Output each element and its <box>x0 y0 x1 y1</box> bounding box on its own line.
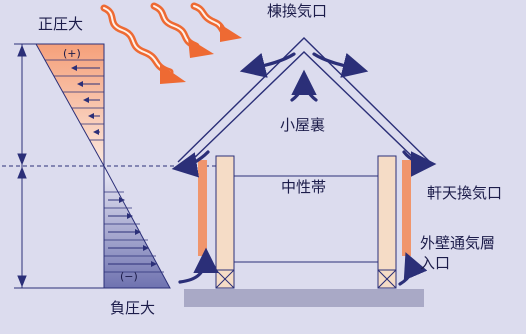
wall-panel-right <box>377 155 397 289</box>
positive-bands <box>45 59 104 141</box>
attic-rise-left <box>290 69 317 102</box>
airflow-arrows <box>171 52 437 286</box>
ridge-vent-label: 棟換気口 <box>267 2 327 20</box>
wall-vent-label-line2: 入口 <box>420 254 450 272</box>
foundation <box>184 289 424 307</box>
pressure-diagram: (+) (−) 正圧大 負圧大 <box>2 15 230 317</box>
eave-outflow-left <box>171 150 210 178</box>
vent-layer-left <box>198 160 207 256</box>
positive-pressure-label: 正圧大 <box>38 15 83 33</box>
ridge-outflow-right <box>312 52 369 78</box>
wall-inlet-right <box>398 252 428 286</box>
plus-sign: (+) <box>63 47 81 60</box>
neutral-zone-label: 中性帯 <box>281 178 326 196</box>
vent-layer-right <box>402 160 411 256</box>
house <box>177 37 431 307</box>
positive-arrows <box>71 65 100 135</box>
negative-arrows <box>108 197 157 267</box>
negative-pressure-label: 負圧大 <box>110 299 155 317</box>
attic-label: 小屋裏 <box>280 116 325 134</box>
wall-vent-label-line1: 外壁通気層 <box>420 234 495 252</box>
roof <box>177 37 431 165</box>
wind-arrow <box>150 2 214 58</box>
wind-arrow <box>100 4 186 84</box>
minus-sign: (−) <box>120 270 138 283</box>
ridge-outflow-left <box>239 52 296 78</box>
attic-rise-right <box>302 74 318 102</box>
positive-pressure-area <box>35 43 105 168</box>
negative-bands <box>104 191 164 273</box>
wind-arrows <box>100 2 242 84</box>
sill-box-left <box>215 269 235 289</box>
height-dimension <box>14 43 104 289</box>
sill-box-right <box>377 269 397 289</box>
eave-outflow-right <box>402 150 437 177</box>
wall-inlet-left <box>178 247 219 284</box>
eave-vent-label: 軒天換気口 <box>427 184 502 202</box>
wind-arrow <box>190 2 242 42</box>
wall-panel-left <box>215 155 235 289</box>
